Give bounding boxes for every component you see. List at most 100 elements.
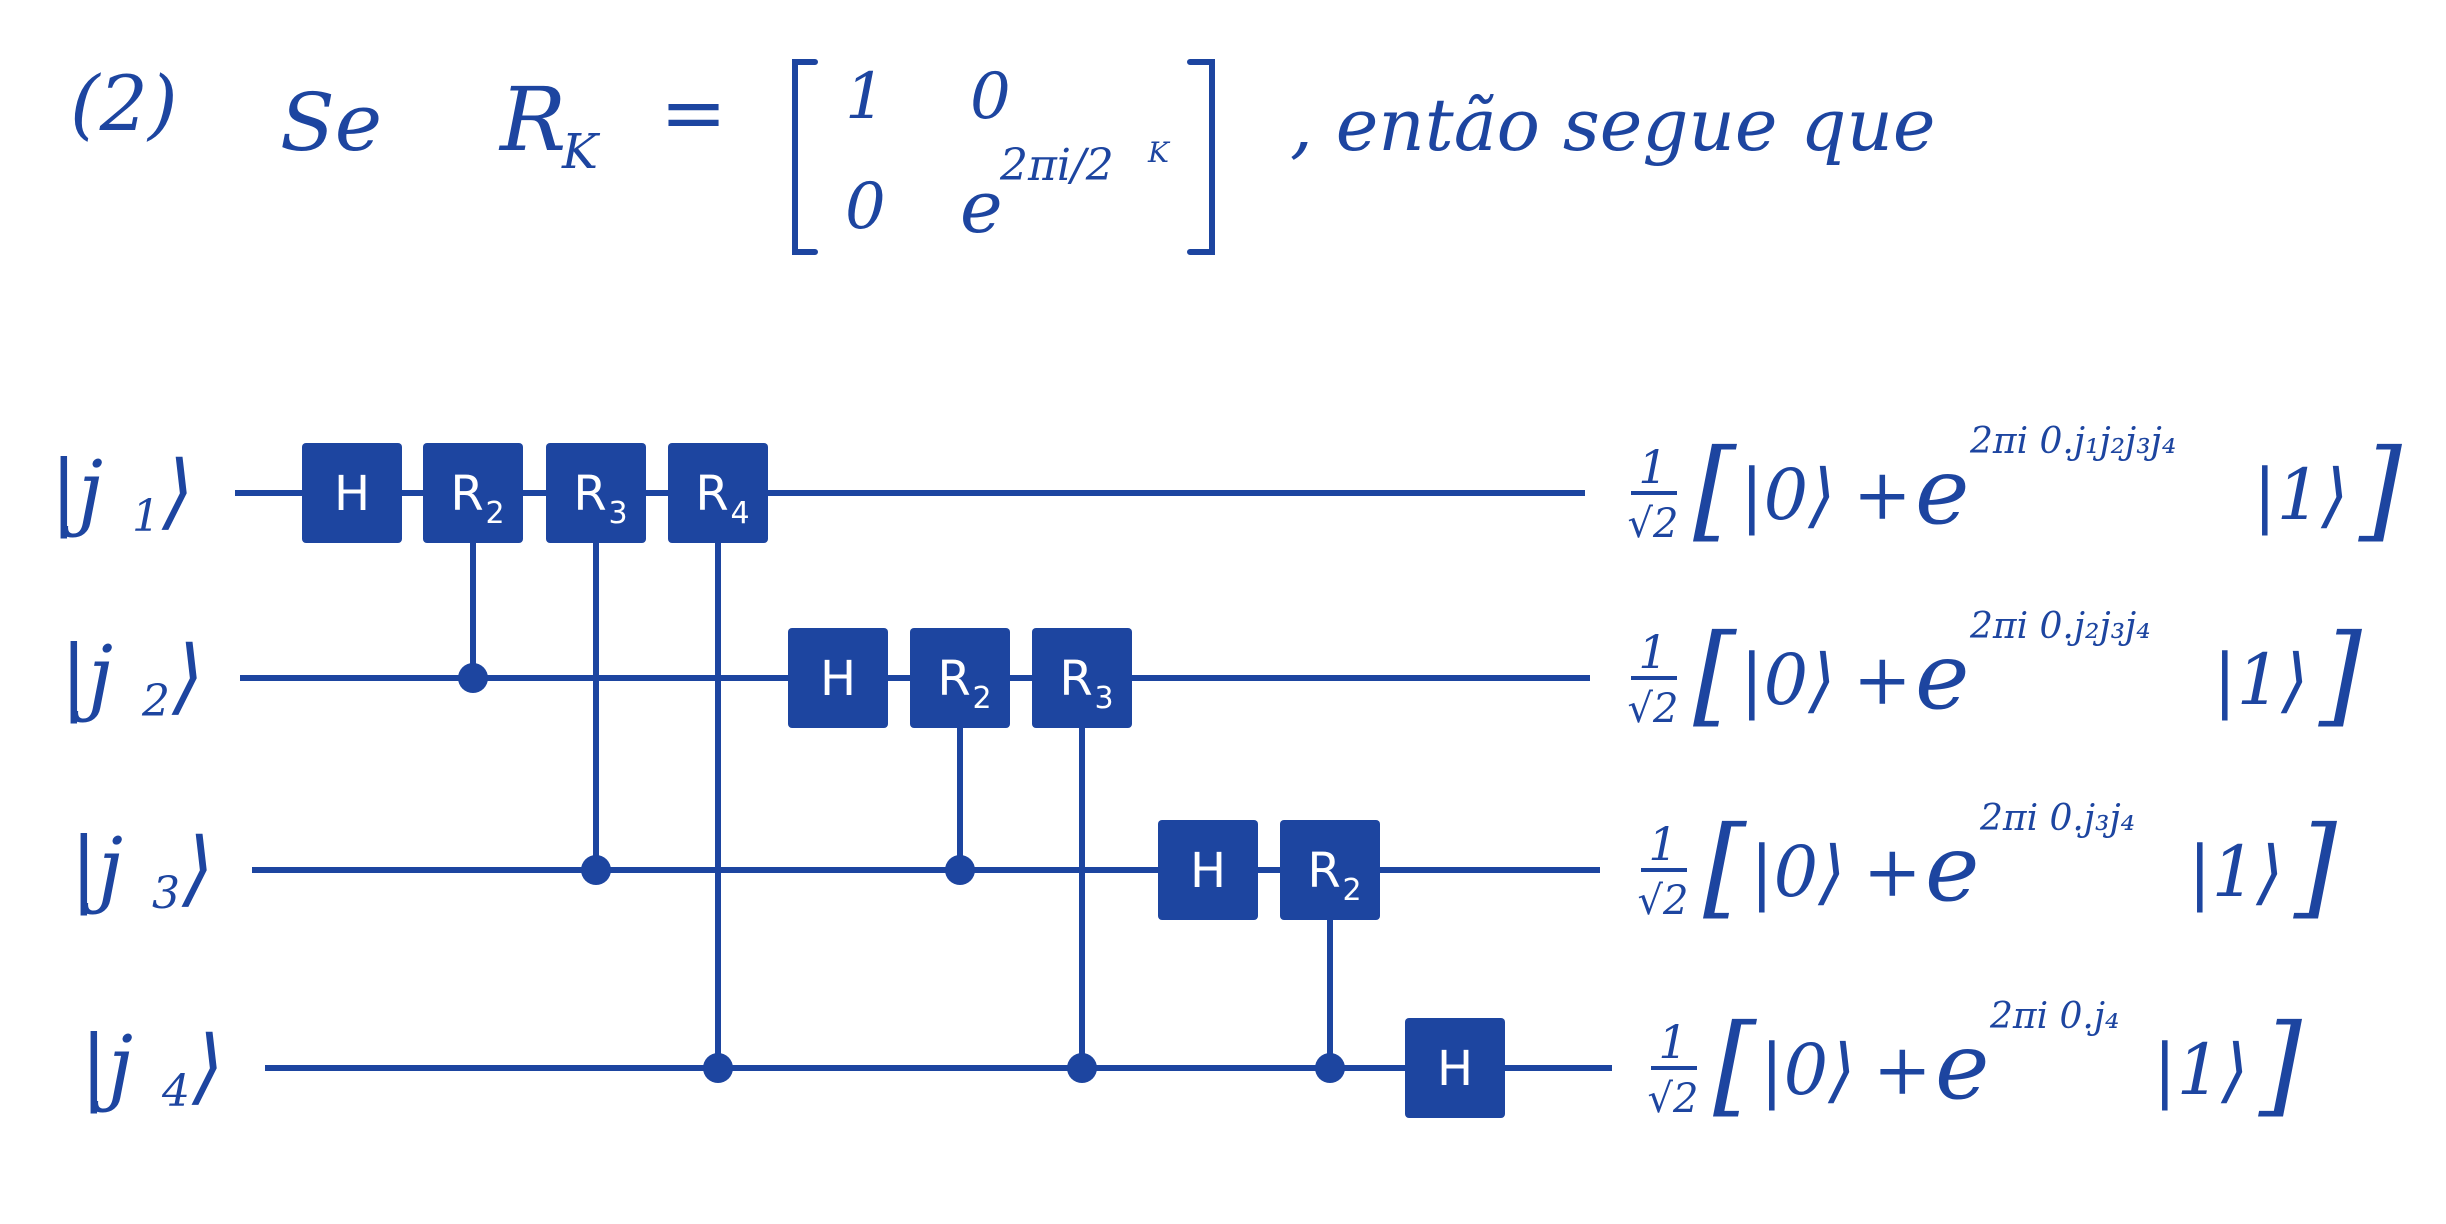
exp-base: e — [1935, 1013, 1989, 1120]
gate-label: H — [1437, 1041, 1473, 1097]
control-dot — [1315, 1053, 1345, 1083]
gate-subscript: 2 — [485, 496, 504, 531]
control-dot — [458, 663, 488, 693]
control-dot — [703, 1053, 733, 1083]
ket-body: |j — [80, 1019, 133, 1114]
ket-one: |1⟩ — [2153, 1029, 2248, 1111]
ket-close: ⟩ — [191, 1019, 224, 1114]
exp-base: e — [1915, 438, 1969, 545]
fraction-denominator: √2 — [1628, 686, 1679, 732]
gate-box — [910, 628, 1010, 728]
open-bracket: [ — [1703, 802, 1747, 930]
gate-subscript: 2 — [1342, 873, 1361, 908]
open-bracket: [ — [1693, 610, 1737, 738]
matrix-left-bracket — [792, 59, 818, 255]
gate-box — [546, 443, 646, 543]
matrix-a22-exponent: 2πi/2 — [999, 140, 1114, 191]
close-bracket: ] — [2258, 1000, 2303, 1128]
ket-index: 1 — [132, 491, 160, 542]
ket-body: |j — [50, 444, 103, 539]
ket-close: ⟩ — [181, 821, 214, 916]
matrix-a12: 0 — [970, 60, 1011, 134]
rk-matrix: 1 0 0 e 2πi/2 K — [792, 59, 1215, 255]
input-ket-j3: |j 3⟩ — [70, 821, 214, 919]
plus-sign: + — [1853, 639, 1912, 721]
exp-base: e — [1925, 815, 1979, 922]
gate-subscript: 4 — [730, 496, 749, 531]
ket-close: ⟩ — [161, 444, 194, 539]
close-bracket: ] — [2293, 802, 2338, 930]
gate-box — [423, 443, 523, 543]
gate-box — [1032, 628, 1132, 728]
gate-label: R — [937, 651, 970, 707]
plus-sign: + — [1853, 454, 1912, 536]
matrix-a22-exponent-sup: K — [1147, 136, 1171, 169]
exp-phase: 2πi 0.j₄ — [1989, 996, 2119, 1037]
fraction-numerator: 1 — [1648, 817, 1677, 871]
gate-label: R — [1059, 651, 1092, 707]
gate-label: R — [695, 466, 728, 522]
ket-one: |1⟩ — [2213, 639, 2308, 721]
control-lines — [458, 493, 1345, 1083]
control-dot — [1067, 1053, 1097, 1083]
gate-label: R — [1307, 843, 1340, 899]
circuit-wires — [235, 490, 1612, 1071]
fraction-denominator: √2 — [1648, 1076, 1699, 1122]
hadamard-gate: H — [302, 443, 402, 543]
ket-zero: |0⟩ — [1740, 454, 1835, 536]
equals-sign: = — [660, 66, 727, 159]
gate-box — [1280, 820, 1380, 920]
input-ket-j1: |j 1⟩ — [50, 444, 194, 542]
gate-box — [668, 443, 768, 543]
gate-label: R — [573, 466, 606, 522]
ket-zero: |0⟩ — [1760, 1029, 1855, 1111]
hadamard-gate: H — [1405, 1018, 1505, 1118]
rk-symbol: R — [498, 68, 566, 171]
gate-label: H — [334, 466, 370, 522]
ket-close: ⟩ — [171, 629, 204, 724]
exp-phase: 2πi 0.j₃j₄ — [1979, 798, 2135, 839]
gate-subscript: 3 — [608, 496, 627, 531]
gate-label: H — [1190, 843, 1226, 899]
ket-one: |1⟩ — [2188, 831, 2283, 913]
ket-body: |j — [70, 821, 123, 916]
header-statement: (2) Se R K = 1 0 0 e 2πi/2 K , então seg… — [70, 59, 1935, 255]
open-bracket: [ — [1713, 1000, 1757, 1128]
input-ket-j2: |j 2⟩ — [60, 629, 204, 727]
header-tail-text: , então segue que — [1290, 83, 1935, 167]
fraction-numerator: 1 — [1638, 440, 1667, 494]
ket-index: 3 — [152, 868, 180, 919]
fraction-denominator: √2 — [1628, 501, 1679, 547]
ket-one: |1⟩ — [2253, 454, 2348, 536]
gate-subscript: 3 — [1094, 681, 1113, 716]
plus-sign: + — [1863, 831, 1922, 913]
gate-label: H — [820, 651, 856, 707]
exp-phase: 2πi 0.j₂j₃j₄ — [1969, 606, 2151, 647]
ket-zero: |0⟩ — [1750, 831, 1845, 913]
close-bracket: ] — [2318, 610, 2363, 738]
ket-body: |j — [60, 629, 113, 724]
matrix-right-bracket — [1187, 59, 1215, 255]
item-number: (2) — [70, 59, 178, 148]
control-dot — [581, 855, 611, 885]
ket-zero: |0⟩ — [1740, 639, 1835, 721]
gate-box — [1405, 1018, 1505, 1118]
fraction-numerator: 1 — [1658, 1015, 1687, 1069]
ket-index: 2 — [141, 676, 170, 727]
gate-subscript: 2 — [972, 681, 991, 716]
control-dot — [945, 855, 975, 885]
hadamard-gate: H — [788, 628, 888, 728]
